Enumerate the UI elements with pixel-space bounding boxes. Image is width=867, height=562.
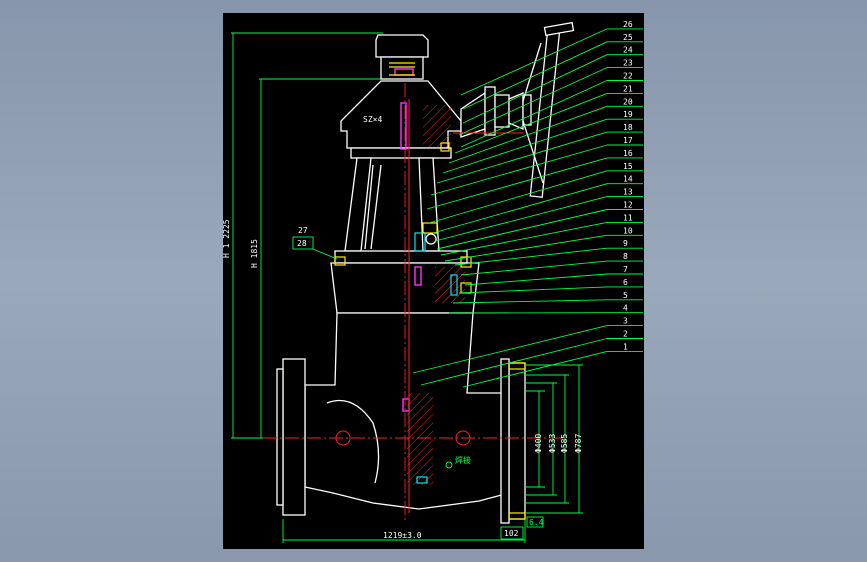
part-number-label: 26: [623, 20, 633, 29]
part-number-label: 12: [623, 201, 633, 210]
face-to-face-label: 1219±3.0: [383, 531, 422, 540]
yoke: [334, 157, 468, 264]
part-leader-line: [444, 234, 608, 262]
part-leader-line: [460, 80, 608, 148]
right-flange: [500, 358, 526, 524]
part-leader-line: [420, 338, 608, 386]
part-number-label: 3: [623, 317, 628, 326]
part-28-label: 28: [297, 239, 307, 248]
handwheel-assembly: [460, 21, 575, 198]
part-number-label: 10: [623, 226, 633, 235]
dia-400: Φ400: [534, 434, 543, 453]
part-number-label: 14: [623, 175, 633, 184]
weld-note: 焊接: [455, 455, 471, 465]
part-number-label: 1: [623, 342, 628, 351]
left-part-labels: 27 28: [292, 226, 338, 260]
part-number-label: 4: [623, 304, 628, 313]
part-leader-line: [458, 67, 608, 136]
part-leader-line: [442, 118, 608, 174]
part-number-label: 18: [623, 123, 633, 132]
part-27-label: 27: [298, 226, 308, 235]
part-leader-line: [448, 105, 608, 164]
part-leader-line: [458, 286, 608, 294]
part-number-label: 23: [623, 59, 633, 68]
part-leader-line: [428, 170, 608, 224]
valve-drawing: H 1 2225 H 1815 SZ×4: [223, 20, 643, 543]
left-flange: [276, 358, 306, 516]
gearbox: SZ×4: [340, 80, 462, 159]
flange-thickness-label: 102: [504, 529, 519, 538]
part-leader-line: [434, 196, 608, 242]
part-number-label: 5: [623, 291, 628, 300]
bore-marker-right: [455, 430, 471, 446]
part-leader-line: [436, 131, 608, 184]
part-leader-line: [460, 260, 608, 276]
part-number-column: 2625242322212019181716151413121110987654…: [412, 20, 643, 388]
part-number-label: 20: [623, 97, 633, 106]
part-leader-line: [464, 273, 608, 286]
part-number-label: 7: [623, 265, 628, 274]
part-number-label: 22: [623, 72, 633, 81]
part-number-label: 17: [623, 136, 633, 145]
dia-585: Φ585: [560, 434, 569, 453]
part-leader-line: [426, 157, 608, 210]
part-number-label: 25: [623, 33, 633, 42]
part-number-label: 2: [623, 330, 628, 339]
dia-787: Φ787: [574, 434, 583, 453]
part-leader-line: [430, 144, 608, 196]
part-leader-line: [454, 92, 608, 154]
bottom-dimensions: 1219±3.0 102 6.4: [282, 516, 544, 543]
part-number-label: 24: [623, 46, 633, 55]
stem-height-label: H 1815: [250, 239, 259, 268]
bore-marker-left: [335, 430, 351, 446]
valve-body: 焊接: [304, 312, 510, 510]
part-leader-line: [412, 325, 608, 374]
part-leader-line: [454, 247, 608, 266]
diameter-dimensions: Φ400 Φ533 Φ585 Φ787: [525, 364, 583, 514]
part-leader-line: [452, 299, 608, 304]
stem-height-dimension: H 1815: [250, 78, 393, 438]
part-number-label: 11: [623, 213, 633, 222]
part-number-label: 8: [623, 252, 628, 261]
part-number-label: 6: [623, 278, 628, 287]
raised-face-label: 6.4: [529, 518, 544, 527]
part-leader-line: [436, 209, 608, 250]
part-number-label: 9: [623, 239, 628, 248]
part-leader-line: [462, 350, 608, 388]
overall-height-label: H 1 2225: [223, 219, 231, 258]
part-number-label: 16: [623, 149, 633, 158]
part-leader-line: [460, 28, 608, 96]
part-number-label: 21: [623, 84, 633, 93]
top-cap: [375, 34, 429, 80]
drawing-sheet: H 1 2225 H 1815 SZ×4: [223, 13, 644, 549]
part-number-label: 13: [623, 188, 633, 197]
dia-533: Φ533: [548, 434, 557, 453]
part-leader-line: [462, 41, 608, 110]
part-leader-line: [432, 183, 608, 234]
part-leader-line: [462, 54, 608, 124]
bolt-spec-label: SZ×4: [363, 115, 382, 124]
part-number-label: 15: [623, 162, 633, 171]
part-number-label: 19: [623, 110, 633, 119]
part-leader-line: [440, 221, 608, 256]
